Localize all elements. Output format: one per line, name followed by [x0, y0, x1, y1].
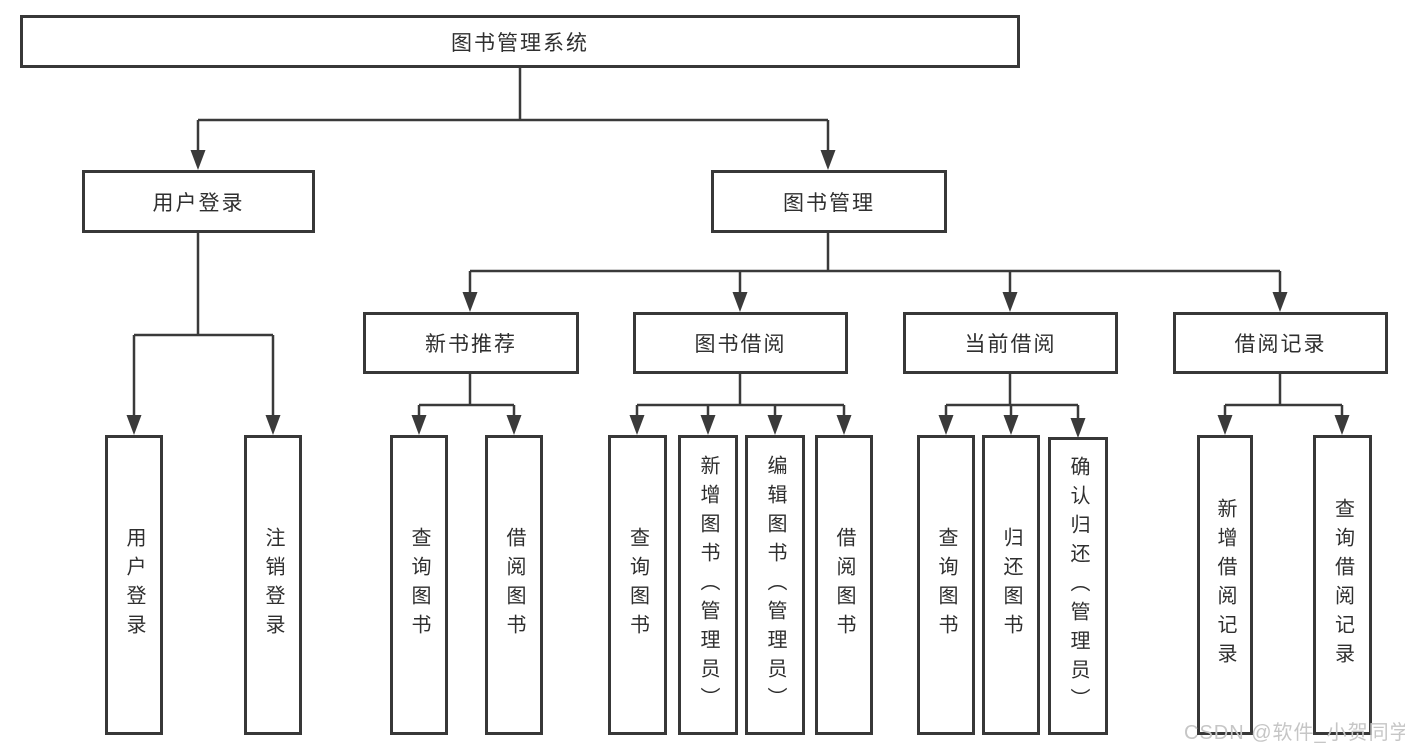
arrow-down-icon [700, 415, 716, 435]
leaf-query-borrow-record: 查询借阅记录 [1313, 435, 1372, 735]
leaf-add-books-admin-label: 新增图书（管理员） [697, 454, 719, 716]
arrow-down-icon [1070, 418, 1086, 438]
leaf-user-login: 用户登录 [105, 435, 163, 735]
leaf-logout-label: 注销登录 [262, 527, 284, 643]
arrow-down-icon [836, 415, 852, 435]
arrow-down-icon [820, 150, 836, 170]
leaf-query-borrow-record-label: 查询借阅记录 [1331, 498, 1354, 672]
node-new-book-recommend-label: 新书推荐 [425, 333, 517, 356]
node-borrowing-records: 借阅记录 [1173, 312, 1388, 374]
node-root: 图书管理系统 [20, 15, 1020, 68]
arrow-down-icon [126, 415, 142, 435]
leaf-confirm-return-admin-label: 确认归还（管理员） [1067, 455, 1089, 717]
leaf-user-login-label: 用户登录 [123, 527, 145, 643]
leaf-logout: 注销登录 [244, 435, 302, 735]
arrow-down-icon [462, 292, 478, 312]
leaf-add-books-admin: 新增图书（管理员） [678, 435, 738, 735]
node-borrowing-records-label: 借阅记录 [1234, 333, 1327, 356]
node-book-borrowing-label: 图书借阅 [694, 333, 787, 356]
leaf-query-books-1: 查询图书 [390, 435, 448, 735]
arrow-down-icon [1003, 415, 1019, 435]
node-new-book-recommend: 新书推荐 [363, 312, 579, 374]
arrow-down-icon [1334, 415, 1350, 435]
leaf-borrow-books-1-label: 借阅图书 [503, 527, 525, 643]
leaf-add-borrow-record-label: 新增借阅记录 [1214, 498, 1236, 672]
arrow-down-icon [265, 415, 281, 435]
leaf-confirm-return-admin: 确认归还（管理员） [1048, 437, 1108, 735]
arrow-down-icon [190, 150, 206, 170]
leaf-edit-books-admin: 编辑图书（管理员） [745, 435, 805, 735]
leaf-query-books-2: 查询图书 [608, 435, 667, 735]
leaf-return-books: 归还图书 [982, 435, 1040, 735]
node-book-management: 图书管理 [711, 170, 947, 233]
leaf-add-borrow-record: 新增借阅记录 [1197, 435, 1253, 735]
node-user-login: 用户登录 [82, 170, 315, 233]
arrow-down-icon [1272, 292, 1288, 312]
leaf-borrow-books-1: 借阅图书 [485, 435, 543, 735]
arrow-down-icon [938, 415, 954, 435]
arrow-down-icon [732, 292, 748, 312]
leaf-query-books-1-label: 查询图书 [408, 527, 430, 643]
arrow-down-icon [767, 415, 783, 435]
arrow-down-icon [506, 415, 522, 435]
node-current-borrowing: 当前借阅 [903, 312, 1118, 374]
node-user-login-label: 用户登录 [152, 191, 245, 215]
leaf-query-books-3-label: 查询图书 [935, 527, 957, 643]
leaf-borrow-books-2: 借阅图书 [815, 435, 873, 735]
node-book-borrowing: 图书借阅 [633, 312, 848, 374]
leaf-edit-books-admin-label: 编辑图书（管理员） [764, 454, 786, 716]
arrow-down-icon [1002, 292, 1018, 312]
leaf-return-books-label: 归还图书 [1000, 527, 1022, 643]
arrow-down-icon [629, 415, 645, 435]
node-root-label: 图书管理系统 [451, 31, 589, 55]
node-current-borrowing-label: 当前借阅 [964, 333, 1057, 356]
csdn-watermark: CSDN @软件_小贺同学 [1184, 722, 1405, 744]
leaf-query-books-2-label: 查询图书 [626, 527, 649, 643]
arrow-down-icon [1217, 415, 1233, 435]
arrow-down-icon [411, 415, 427, 435]
leaf-query-books-3: 查询图书 [917, 435, 975, 735]
leaf-borrow-books-2-label: 借阅图书 [833, 527, 855, 643]
node-book-management-label: 图书管理 [783, 191, 875, 215]
